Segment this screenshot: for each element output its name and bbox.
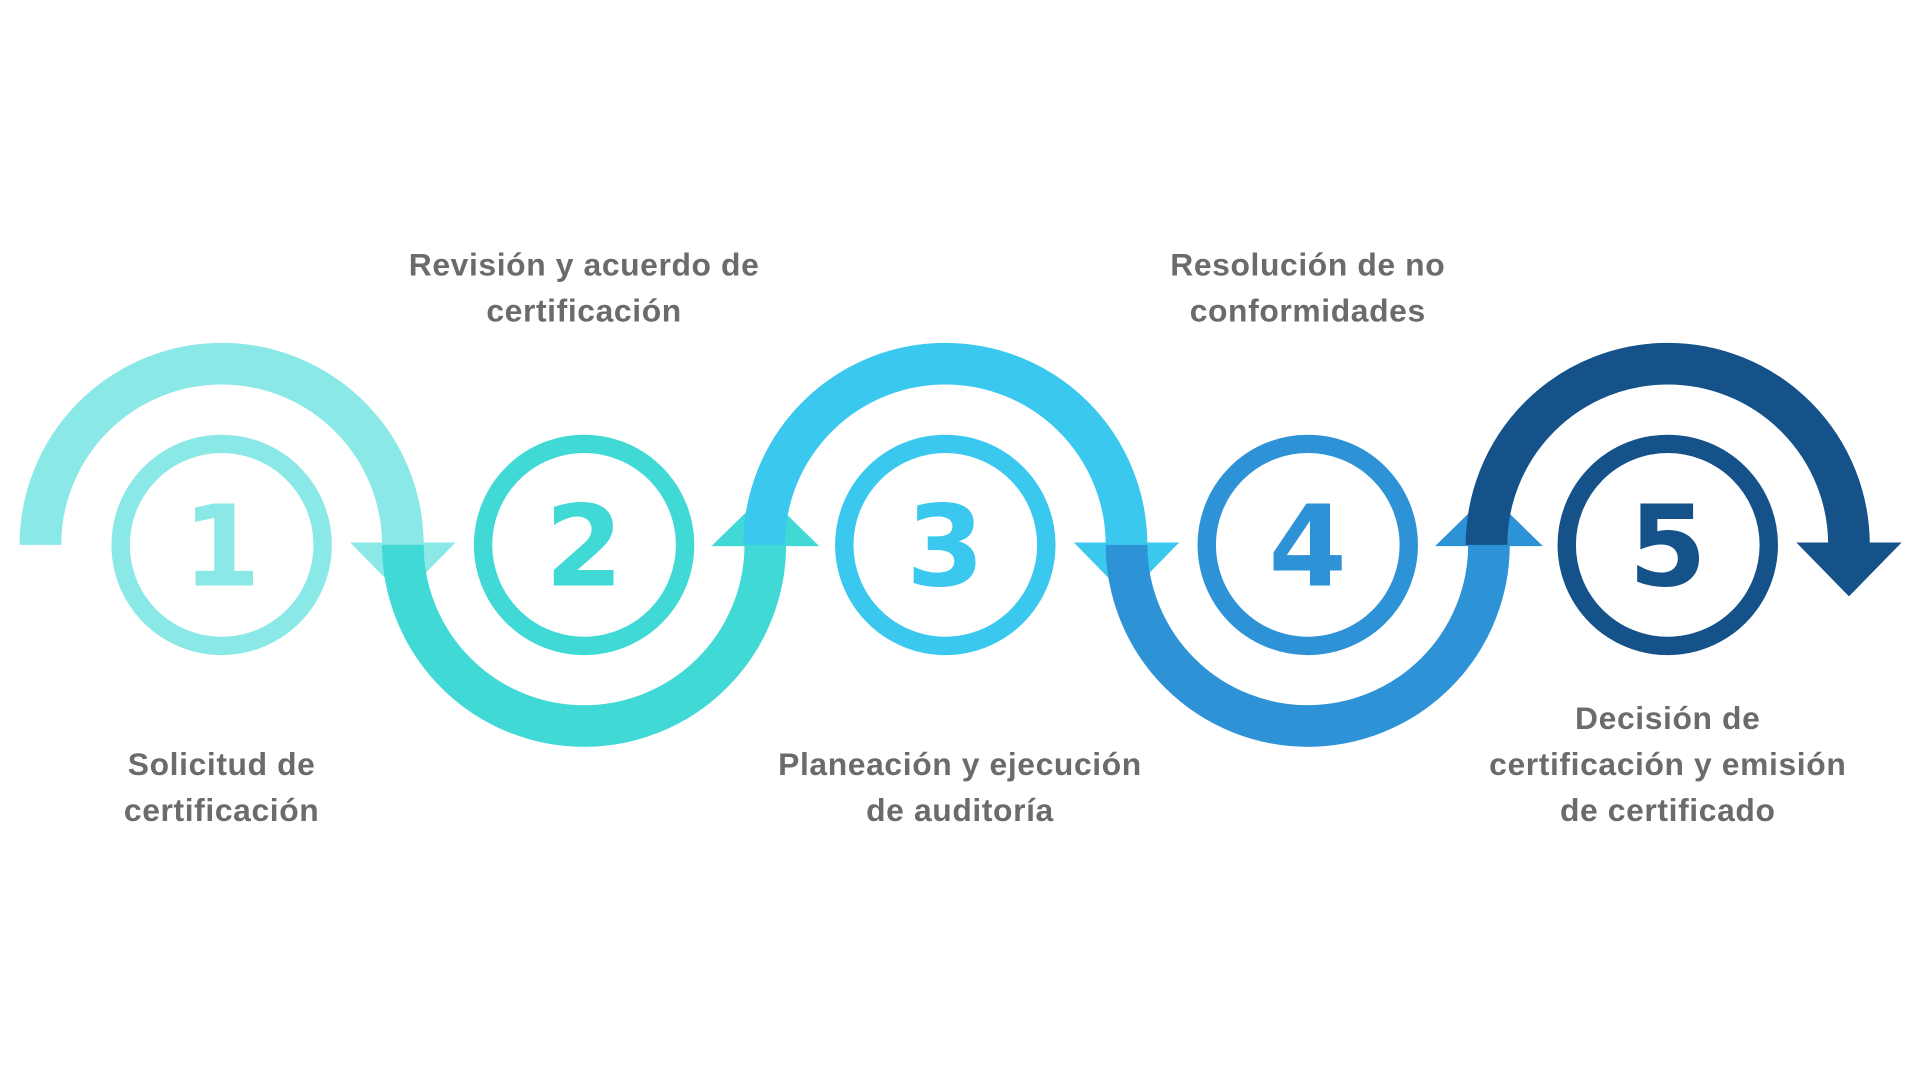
step-4-label-line: conformidades [1190, 292, 1426, 328]
step-1-number: 1 [182, 480, 260, 612]
arcs [19, 342, 1902, 747]
step-3-circle [835, 434, 1056, 656]
step-5-number: 5 [1629, 480, 1707, 612]
step-5-label-line: de certificado [1560, 792, 1776, 828]
step-2-number: 2 [545, 480, 623, 612]
step-3-label-line: Planeación y ejecución [778, 746, 1142, 782]
step-1-label-line: certificación [124, 792, 319, 828]
step-4-arc [1105, 544, 1510, 747]
step-5-arrow-down-icon [1796, 542, 1902, 597]
step-2-label-line: Revisión y acuerdo de [409, 247, 760, 283]
step-3-number: 3 [906, 480, 984, 612]
step-1-circle [111, 434, 332, 656]
step-2-arc [382, 544, 787, 747]
step-4-label-line: Resolución de no [1170, 247, 1445, 283]
step-circles: 1 2 3 4 5 [111, 434, 1778, 656]
step-1-label-line: Solicitud de [128, 746, 316, 782]
step-2-label-line: certificación [486, 292, 681, 328]
step-4-circle [1197, 434, 1418, 656]
step-3-label-line: de auditoría [866, 792, 1054, 828]
step-5-label-line: certificación y emisión [1489, 746, 1846, 782]
step-labels: Solicitud de certificación Revisión y acue… [124, 247, 1846, 829]
step-5-circle [1557, 434, 1778, 656]
step-3-arc [743, 342, 1148, 546]
step-5-label-line: Decisión de [1575, 700, 1760, 736]
step-5-arc [1465, 342, 1870, 546]
step-2-circle [473, 434, 695, 656]
step-1-arc [19, 342, 424, 546]
step-4-number: 4 [1269, 480, 1347, 612]
